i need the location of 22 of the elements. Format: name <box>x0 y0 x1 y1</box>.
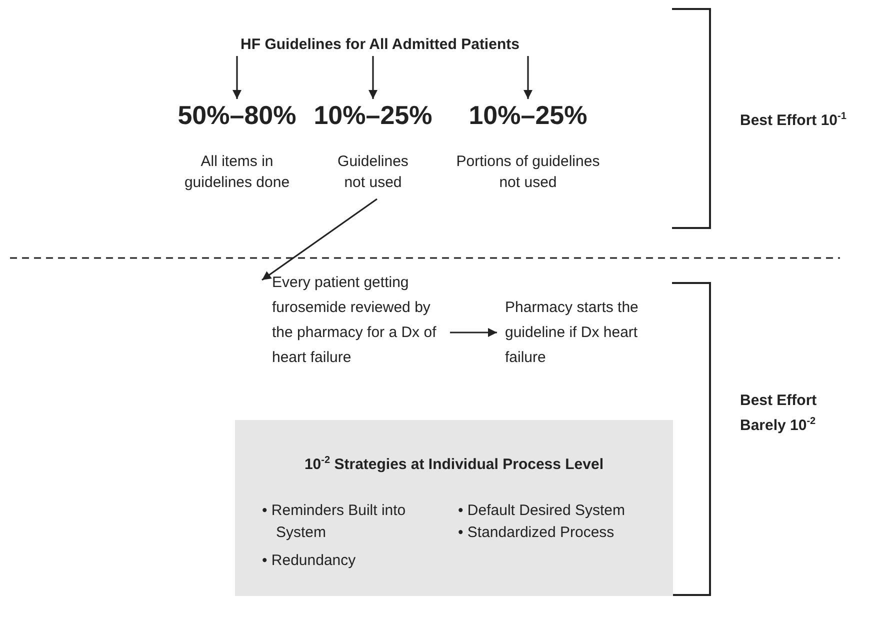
arrow <box>232 56 242 99</box>
arrow <box>368 56 378 99</box>
strategy-panel <box>235 420 673 596</box>
stat-description: Portions of guidelines not used <box>455 152 601 193</box>
stat-description: Guidelines not used <box>336 152 410 193</box>
section-label: Best Effort Barely 10$^{-2}$ <box>740 391 818 436</box>
arrow <box>450 328 497 337</box>
percentage-range: 10%–25% <box>468 101 588 129</box>
bullet-item: • Default Desired System <box>458 501 626 521</box>
bullet-item: • Reminders Built into System <box>262 501 407 543</box>
heading-label: HF Guidelines for All Admitted Patients <box>240 36 520 53</box>
percentage-range: 50%–80% <box>178 101 296 129</box>
section-label: Best Effort 10$^{-1}$ <box>740 110 848 131</box>
panel-heading: 10$^{-2}$ Strategies at Individual Process Level <box>303 456 605 473</box>
bullet-item: • Standardized Process <box>458 523 616 543</box>
bullet-item: • Redundancy <box>262 551 357 571</box>
arrow <box>262 198 378 281</box>
stat-description: All items in guidelines done <box>183 152 291 193</box>
process-text: Every patient getting furosemide reviewed by the pharmacy for a Dx of heart failure <box>272 273 438 368</box>
arrow <box>524 56 532 99</box>
process-text: Pharmacy starts the guideline if Dx heart failure <box>505 298 640 368</box>
percentage-range: 10%–25% <box>314 101 432 129</box>
